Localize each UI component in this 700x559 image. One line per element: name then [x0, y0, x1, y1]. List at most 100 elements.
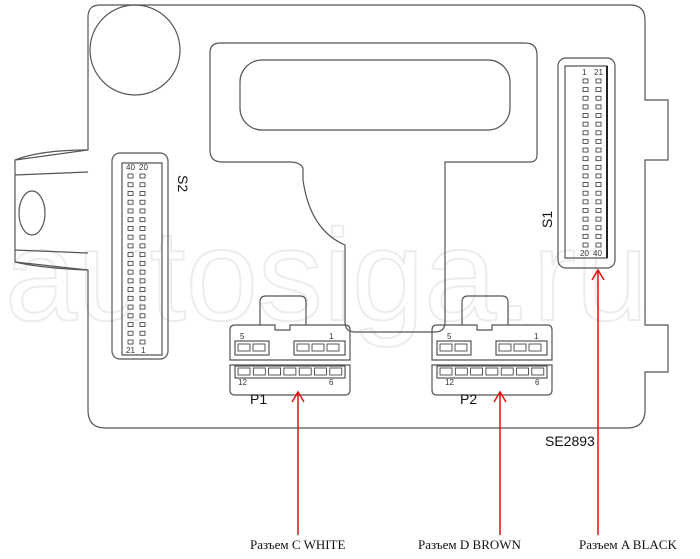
pin	[296, 343, 310, 352]
pin	[127, 191, 134, 196]
pin	[326, 343, 340, 352]
pin	[139, 278, 146, 284]
pin	[582, 216, 589, 222]
s2-label: S2	[175, 175, 191, 192]
connector-p1[interactable]	[229, 295, 351, 396]
pin	[139, 243, 146, 249]
pin	[127, 252, 134, 258]
pin	[595, 139, 602, 144]
pin	[311, 343, 325, 352]
connector-p2[interactable]	[431, 295, 553, 396]
pin	[139, 269, 146, 275]
pin	[595, 147, 602, 153]
pin	[127, 208, 134, 214]
pin	[127, 217, 134, 223]
pin	[314, 367, 327, 376]
pin	[139, 252, 146, 258]
mount-hole	[18, 190, 46, 236]
pin	[139, 199, 146, 205]
connector-s2[interactable]: 40 20 21 1 S2	[111, 152, 191, 360]
callout-arrows	[291, 268, 605, 535]
pin	[582, 87, 589, 93]
pin	[595, 95, 602, 101]
pin	[595, 104, 602, 110]
s1-pin-1: 1	[582, 68, 587, 77]
pin	[127, 304, 134, 310]
pin	[139, 182, 146, 188]
callout-c-white: Разъем C WHITE	[250, 537, 345, 552]
p1-pin-1: 1	[329, 332, 334, 341]
pin	[139, 226, 146, 231]
pin	[513, 343, 527, 352]
pin	[252, 367, 266, 376]
pin	[237, 343, 251, 352]
s1-pin-21: 21	[594, 68, 603, 77]
pin	[454, 367, 468, 376]
pin	[595, 233, 602, 239]
pin	[595, 225, 602, 231]
pin	[139, 295, 146, 301]
pin	[127, 287, 134, 292]
pin	[500, 367, 514, 376]
s2-pin-1: 1	[141, 346, 146, 355]
pin	[595, 216, 602, 222]
relay-block	[209, 42, 538, 333]
pin	[139, 330, 146, 336]
pin	[127, 199, 134, 205]
p1-pin-12: 12	[238, 378, 247, 387]
p2-pin-12: 12	[445, 378, 454, 387]
pin	[127, 339, 134, 345]
housing-outline	[14, 4, 669, 429]
pin	[516, 367, 529, 376]
part-code: SE2893	[545, 433, 595, 449]
pin	[237, 367, 251, 376]
pin	[582, 173, 589, 179]
pin	[139, 287, 146, 292]
pin	[595, 164, 602, 170]
pin	[127, 322, 134, 327]
pin	[139, 322, 146, 327]
s2-pin-21: 21	[126, 346, 135, 355]
pin	[582, 139, 589, 144]
pin	[283, 367, 297, 376]
pin	[127, 234, 134, 240]
pin	[139, 313, 146, 319]
pin	[139, 339, 146, 345]
pin	[485, 367, 499, 376]
callout-d-brown: Разъем D BROWN	[418, 537, 522, 552]
round-boss	[89, 4, 181, 96]
pin	[498, 343, 512, 352]
pin	[595, 208, 602, 213]
pin	[127, 269, 134, 275]
pin	[595, 242, 602, 248]
pin	[595, 87, 602, 93]
pin	[595, 156, 602, 162]
pin	[268, 367, 282, 376]
pin	[595, 182, 602, 187]
p2-pin-1: 1	[534, 332, 539, 341]
arrow-head-icon	[291, 390, 305, 403]
pin	[127, 243, 134, 249]
s2-pin-20: 20	[139, 163, 148, 172]
p2-pin-6: 6	[535, 378, 540, 387]
pin	[139, 234, 146, 240]
pin	[595, 130, 602, 136]
connector-s1[interactable]: 1 21 20 40 S1	[539, 57, 616, 269]
pin	[439, 367, 453, 376]
pin	[139, 208, 146, 214]
pin	[582, 164, 589, 170]
s2-pin-40: 40	[126, 163, 135, 172]
pin	[139, 304, 146, 310]
p2-pin-5: 5	[447, 332, 452, 341]
p1-label: P1	[250, 391, 267, 407]
pin	[582, 190, 589, 196]
pin	[139, 260, 146, 266]
pin	[582, 147, 589, 153]
p1-pin-6: 6	[329, 378, 334, 387]
s1-pin-40: 40	[593, 249, 602, 258]
pin	[582, 156, 589, 162]
pin	[595, 78, 602, 84]
pin	[582, 233, 589, 239]
pin	[531, 367, 545, 376]
